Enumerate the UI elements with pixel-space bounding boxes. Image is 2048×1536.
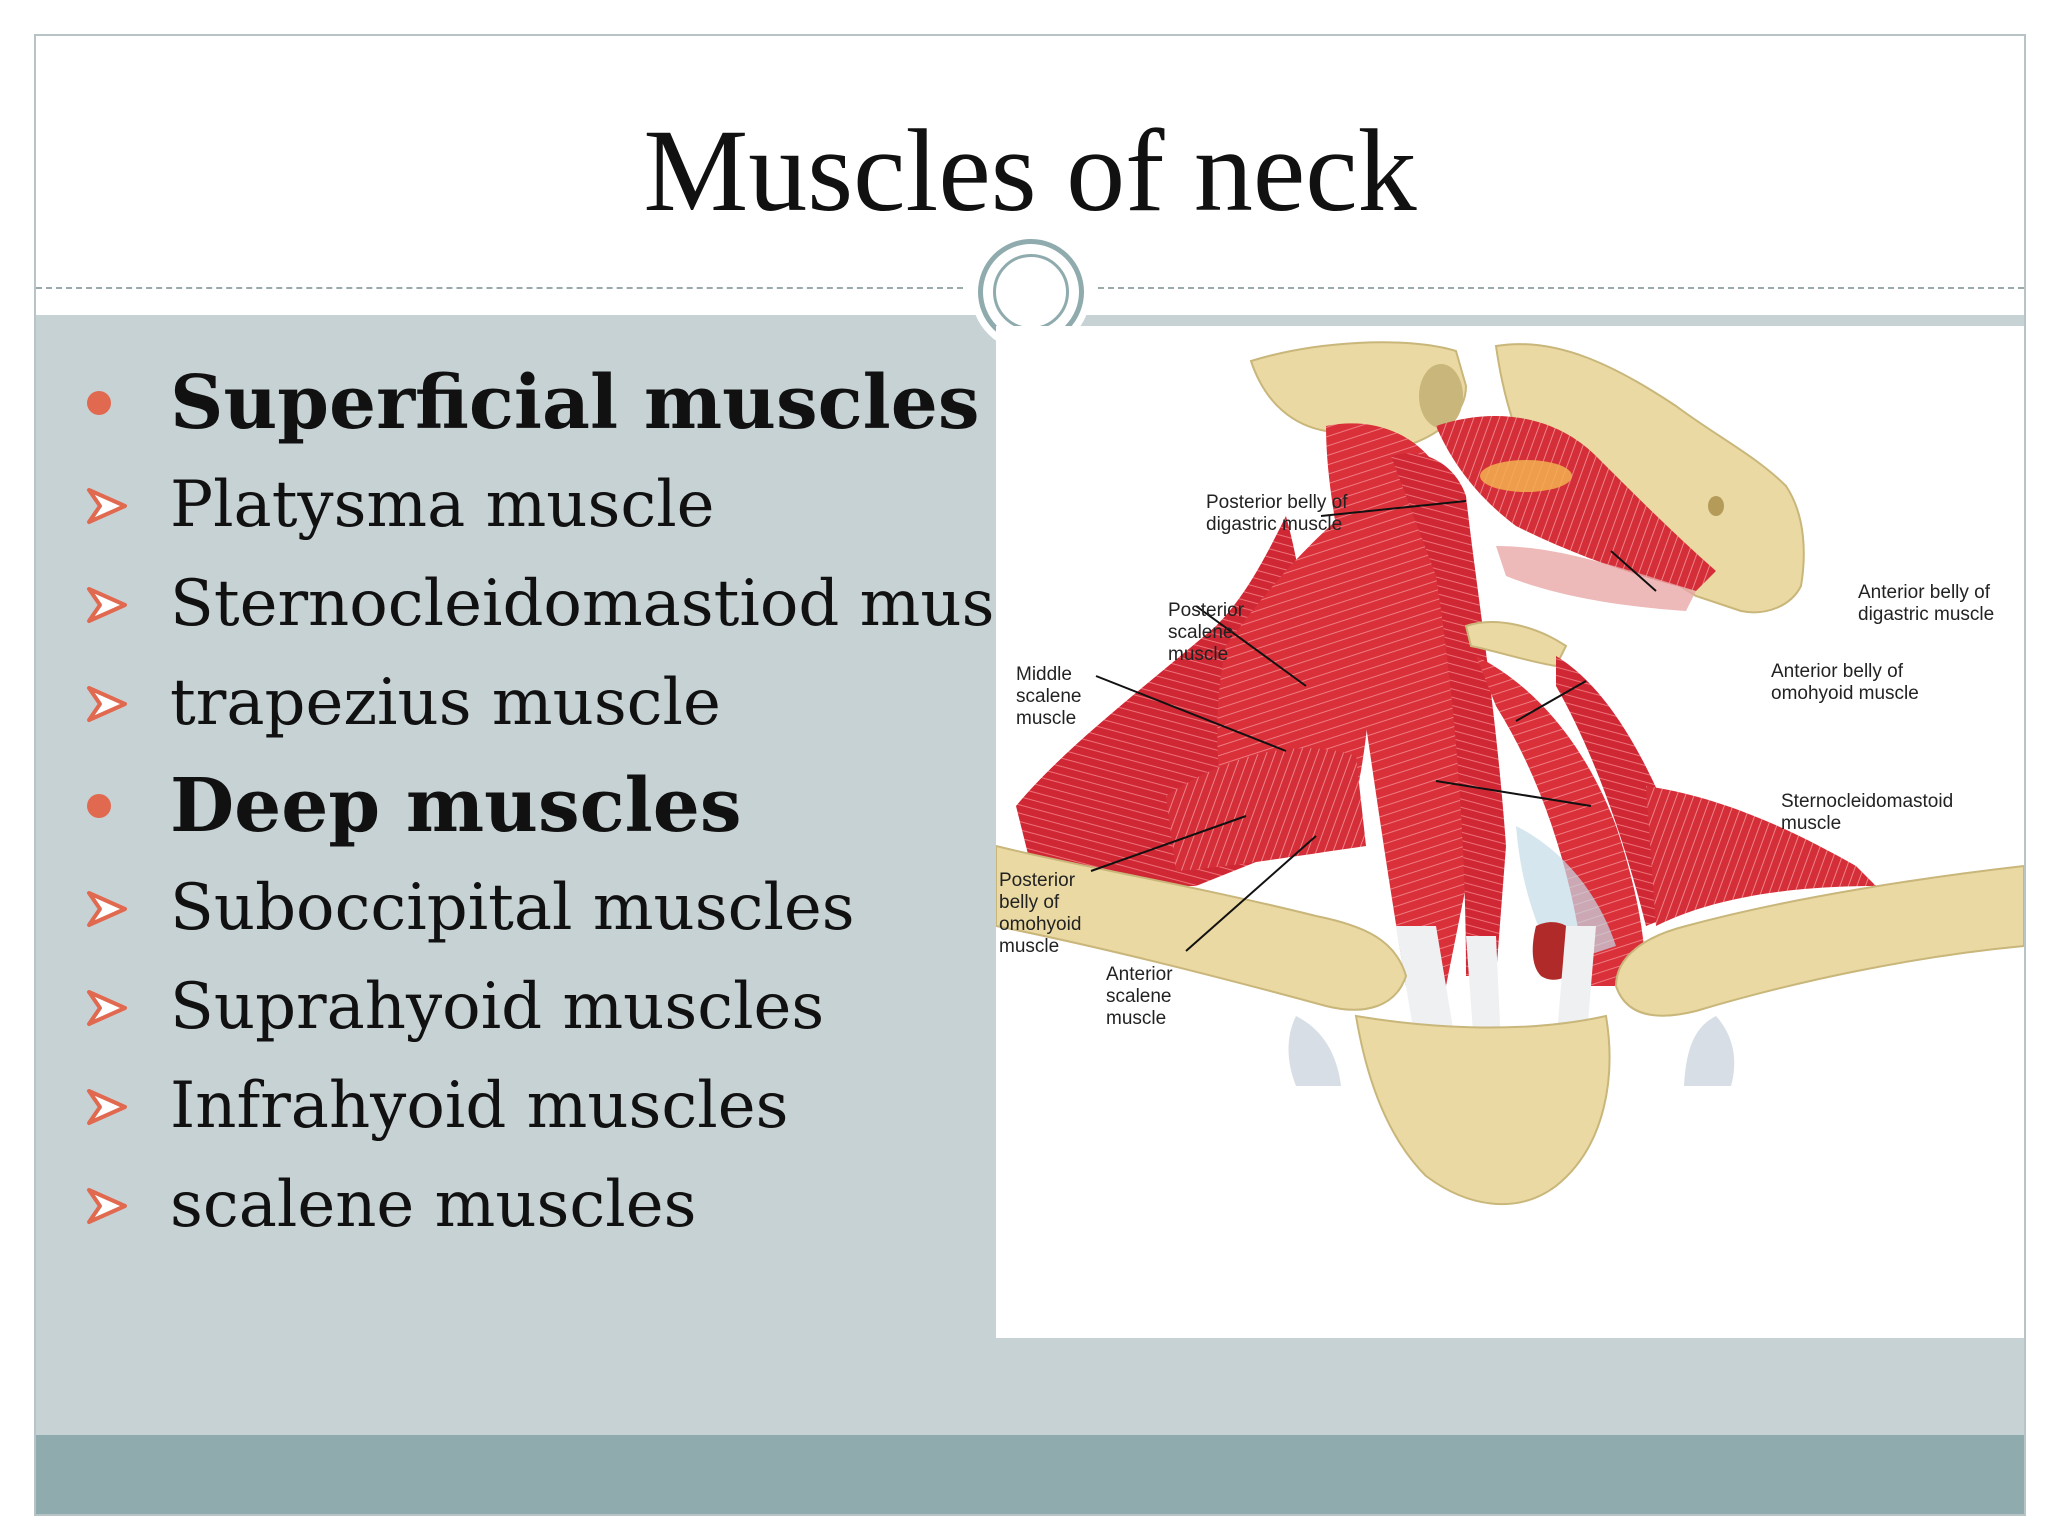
arrow-bullet-icon [87,891,127,927]
arrow-bullet-icon [87,1089,127,1125]
arrow-bullet-icon [87,488,127,524]
section-heading: Superficial muscles [76,350,1036,456]
neck-muscles-illustration: Posterior belly of digastric muscle Post… [996,326,2024,1338]
arrow-bullet-icon [87,1188,127,1224]
label-anterior-omohyoid: Anterior belly of omohyoid muscle [1771,661,1919,704]
slide-title: Muscles of neck [643,105,1417,236]
label-middle-scalene: Middle scalene muscle [1016,664,1087,729]
bullet-dot-icon [87,391,111,415]
footer-band [36,1435,2024,1514]
item-text: Platysma muscle [170,468,715,542]
list-item: Sternocleidomastiod muscle [76,555,1089,654]
label-posterior-scalene: Posterior scalene muscle [1168,600,1249,665]
list-item: Suprahyoid muscles [76,958,1036,1057]
item-text: Deep muscles [170,763,742,849]
item-text: scalene muscles [170,1168,697,1242]
anatomy-drawing: Posterior belly of digastric muscle Post… [996,341,2024,1206]
item-text: Infrahyoid muscles [170,1069,789,1143]
label-anterior-scalene: Anterior scalene muscle [1106,964,1178,1029]
list-item: Infrahyoid muscles [76,1057,1036,1156]
label-anterior-digastric: Anterior belly of digastric muscle [1858,582,1995,625]
list-item: trapezius muscle [76,654,1036,753]
item-text: Suboccipital muscles [170,871,855,945]
section-heading: Deep muscles [76,753,1036,859]
item-text: Suprahyoid muscles [170,970,825,1044]
list-item: scalene muscles [76,1156,1036,1255]
header-accent-band [1086,315,2024,325]
label-sternocleidomastoid: Sternocleidomastoid muscle [1781,791,1958,834]
header-divider-right [1098,287,2024,289]
list-item: Platysma muscle [76,456,1036,555]
arrow-bullet-icon [87,587,127,623]
bullet-dot-icon [87,794,111,818]
item-text: trapezius muscle [170,666,721,740]
item-text: Sternocleidomastiod muscle [170,567,1089,641]
header-divider-left [36,287,963,289]
label-posterior-digastric: Posterior belly of digastric muscle [1206,492,1353,535]
arrow-bullet-icon [87,990,127,1026]
label-posterior-omohyoid: Posterior belly of omohyoid muscle [999,870,1087,957]
list-item: Suboccipital muscles [76,859,1036,958]
item-text: Superficial muscles [170,360,980,446]
arrow-bullet-icon [87,686,127,722]
